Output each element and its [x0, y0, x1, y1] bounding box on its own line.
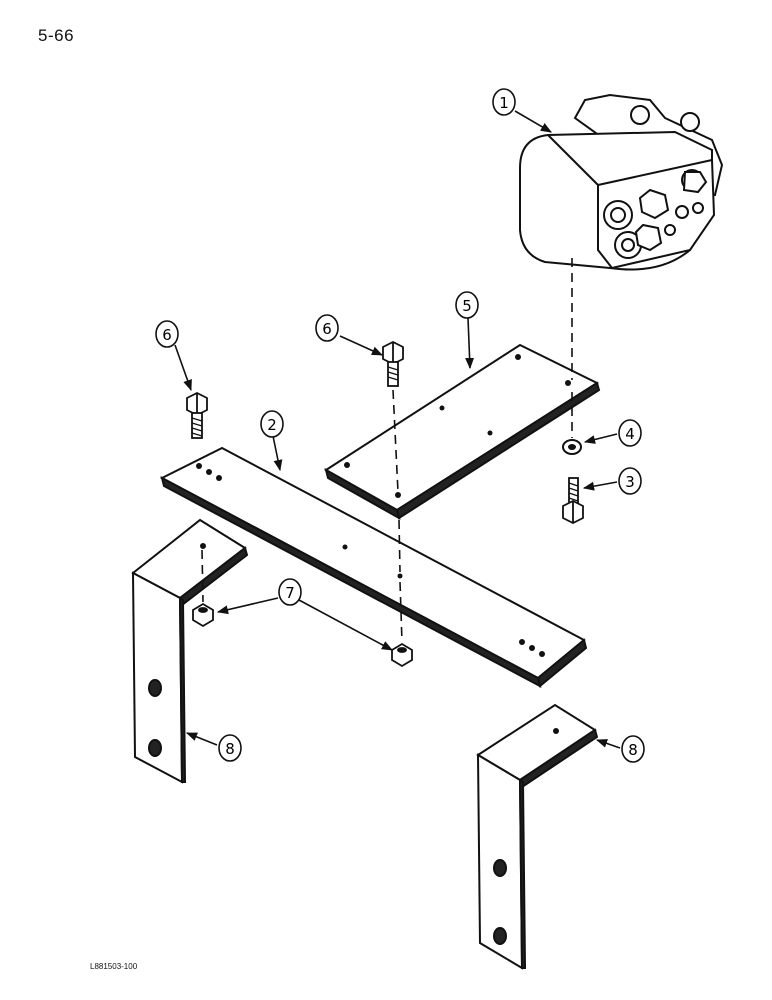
svg-text:6: 6 [162, 326, 172, 344]
assembly-lines [201, 258, 573, 643]
page-number: 5-66 [38, 26, 75, 45]
svg-text:6: 6 [322, 320, 332, 338]
leader-lines [174, 110, 621, 749]
callout-2: 2 [260, 410, 284, 438]
callout-6-right: 6 [315, 314, 339, 342]
svg-text:8: 8 [225, 740, 235, 758]
callout-7: 7 [278, 578, 302, 606]
nut-left [192, 602, 214, 628]
nut-right [391, 642, 413, 668]
callout-6-left: 6 [155, 320, 179, 348]
svg-text:2: 2 [267, 416, 277, 434]
callout-5: 5 [455, 291, 479, 319]
callout-1: 1 [492, 88, 516, 116]
figure-code: L881503-100 [90, 962, 138, 971]
callout-3: 3 [618, 467, 642, 495]
valve-block [519, 93, 724, 271]
right-bracket [476, 703, 599, 970]
callout-8-right: 8 [621, 735, 645, 763]
svg-text:7: 7 [285, 584, 295, 602]
long-mounting-plate [159, 446, 588, 688]
lock-washer [562, 439, 582, 455]
callout-4: 4 [618, 419, 642, 447]
small-mounting-plate [324, 343, 601, 521]
left-bracket [131, 518, 249, 784]
bolt-right [382, 340, 404, 387]
svg-text:4: 4 [625, 425, 635, 443]
svg-text:5: 5 [462, 297, 472, 315]
svg-text:8: 8 [628, 741, 638, 759]
svg-text:1: 1 [499, 94, 509, 112]
bolt-left [186, 391, 208, 439]
svg-text:3: 3 [625, 473, 635, 491]
bolt-3 [562, 477, 584, 525]
callout-8-left: 8 [218, 734, 242, 762]
